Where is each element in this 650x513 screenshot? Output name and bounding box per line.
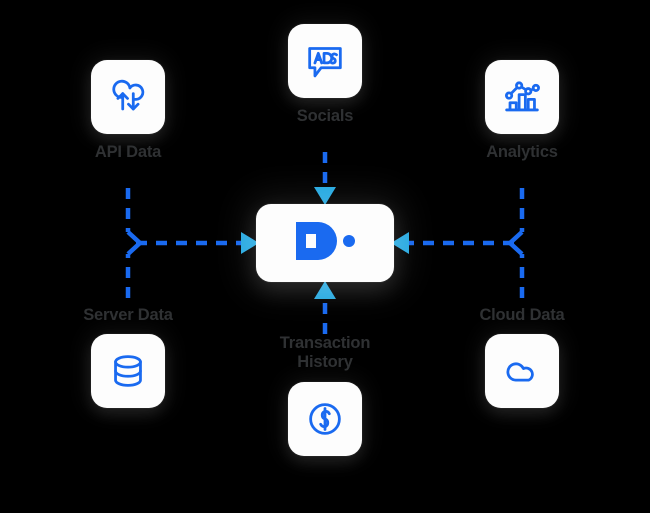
node-label-socials: Socials (296, 107, 354, 125)
database-icon (105, 348, 151, 394)
connector-transaction-history-to-hub (314, 281, 336, 334)
d-logo-icon (294, 221, 356, 266)
connector-server-data-to-hub (125, 241, 142, 298)
node-socials[interactable]: Socials (250, 24, 400, 126)
node-transaction-history[interactable]: Transaction History (250, 334, 400, 456)
connector-left-trunk (136, 232, 259, 254)
arrow-head-top-into-hub (314, 187, 336, 205)
node-card-server-data[interactable] (91, 334, 165, 409)
node-cloud-data[interactable]: Cloud Data (447, 306, 597, 409)
bar-chart-line-icon (499, 74, 545, 120)
node-api-data[interactable]: API Data (53, 60, 203, 162)
dollar-circle-icon (302, 396, 348, 442)
connector-analytics-to-hub (508, 188, 525, 245)
node-card-cloud-data[interactable] (485, 334, 559, 409)
node-label-analytics: Analytics (486, 143, 558, 161)
ads-speech-bubble-icon (302, 38, 348, 84)
node-label-server-data: Server Data (83, 306, 173, 324)
cloud-sync-icon (105, 74, 151, 120)
connector-socials-to-hub (314, 152, 336, 205)
node-card-socials[interactable] (288, 24, 362, 98)
connector-api-data-to-hub (125, 188, 142, 245)
node-card-transaction-history[interactable] (288, 381, 362, 456)
node-analytics[interactable]: Analytics (447, 60, 597, 162)
node-server-data[interactable]: Server Data (53, 306, 203, 409)
arrow-head-bottom-into-hub (314, 281, 336, 299)
connector-cloud-data-to-hub (508, 241, 525, 298)
node-label-cloud-data: Cloud Data (479, 306, 565, 324)
cloud-icon (499, 348, 545, 394)
node-card-analytics[interactable] (485, 60, 559, 134)
central-data-hub[interactable] (256, 204, 394, 282)
node-card-api-data[interactable] (91, 60, 165, 134)
node-label-transaction-history: Transaction History (279, 334, 371, 372)
node-label-api-data: API Data (94, 143, 162, 161)
connector-right-trunk (391, 232, 514, 254)
